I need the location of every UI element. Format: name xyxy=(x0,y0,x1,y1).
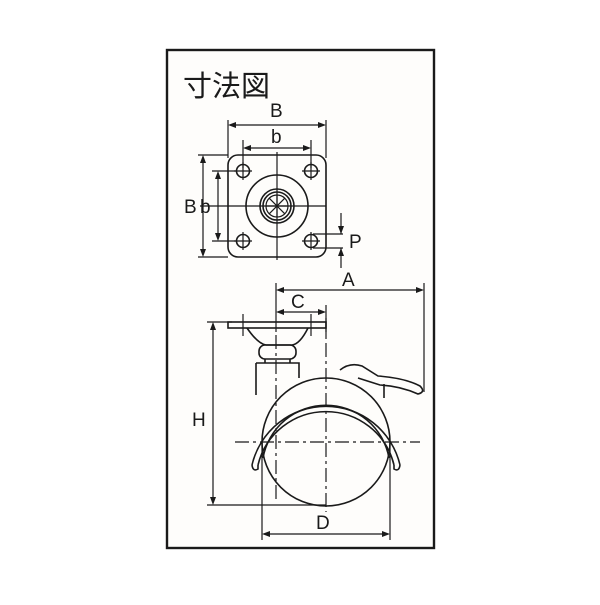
label-A: A xyxy=(342,270,355,291)
label-P: P xyxy=(349,232,362,253)
label-B-side: B xyxy=(184,197,197,218)
label-B-top: B xyxy=(270,101,283,122)
label-b-side: b xyxy=(200,197,211,218)
mounting-holes xyxy=(234,162,320,250)
drawing-title: 寸法図 xyxy=(183,70,270,103)
label-b-top: b xyxy=(271,127,282,148)
side-view-caster: A C H xyxy=(192,270,425,540)
label-H: H xyxy=(192,410,206,431)
top-view-plate: B b xyxy=(184,101,362,268)
label-D: D xyxy=(316,513,330,534)
label-C: C xyxy=(291,292,305,313)
